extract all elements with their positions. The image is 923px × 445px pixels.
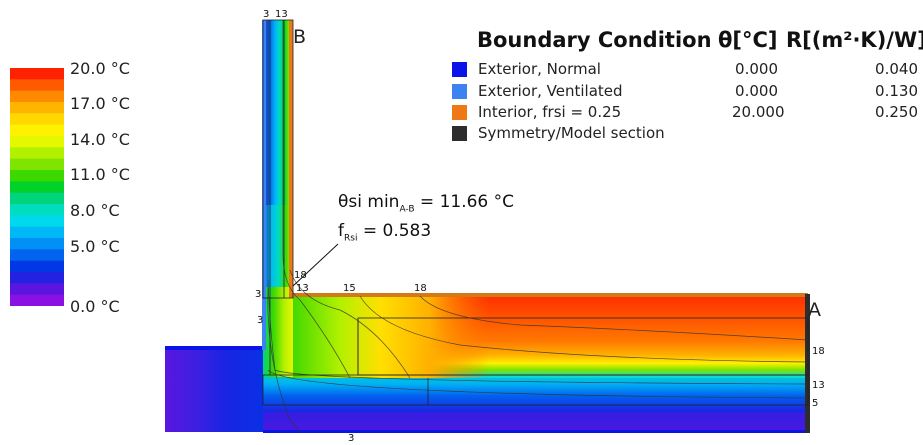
bc-swatch bbox=[452, 62, 467, 77]
scale-color-step bbox=[10, 238, 64, 250]
isotherm-lines bbox=[267, 20, 809, 433]
isotherm-label: 3 bbox=[263, 9, 270, 20]
scale-color-step bbox=[10, 283, 64, 296]
bc-swatch bbox=[452, 105, 467, 120]
ground-left bbox=[165, 348, 263, 432]
scale-color-step bbox=[10, 90, 64, 103]
isotherm-label: 18 bbox=[294, 270, 307, 281]
isotherm-label: 3 bbox=[255, 289, 262, 300]
temperature-scale-bar bbox=[10, 68, 64, 306]
bc-name: Exterior, Ventilated bbox=[478, 82, 623, 100]
material-outlines bbox=[262, 19, 809, 406]
min-temp-leader-line bbox=[292, 243, 339, 287]
boundary-condition-title: Boundary Condition bbox=[477, 28, 712, 52]
scale-color-step bbox=[10, 192, 64, 205]
isotherm-label: 3 bbox=[348, 433, 355, 444]
scale-label-14: 14.0 °C bbox=[70, 130, 130, 149]
scale-color-step bbox=[10, 102, 64, 114]
frsi-subscript: Rsi bbox=[344, 233, 358, 244]
scale-color-step bbox=[10, 170, 64, 182]
interior-wall-surface bbox=[289, 20, 293, 298]
exterior-bottom-surface bbox=[263, 430, 808, 433]
scale-label-20: 20.0 °C bbox=[70, 59, 130, 78]
theta-si-min-value: = 11.66 °C bbox=[419, 192, 515, 212]
junction-core bbox=[263, 285, 293, 377]
floor-corner-gradient bbox=[290, 296, 490, 378]
frsi-value: = 0.583 bbox=[362, 221, 432, 241]
isotherm-label: 5 bbox=[812, 398, 819, 409]
bc-swatch bbox=[452, 126, 467, 141]
bc-swatch bbox=[452, 84, 467, 99]
wall-lower bbox=[262, 205, 292, 287]
scale-label-8: 8.0 °C bbox=[70, 201, 120, 220]
scale-color-step bbox=[10, 294, 64, 306]
point-b-label: B bbox=[293, 26, 307, 48]
bc-name: Interior, frsi = 0.25 bbox=[478, 103, 622, 121]
scale-label-17: 17.0 °C bbox=[70, 94, 130, 113]
scale-color-step bbox=[10, 204, 64, 216]
bc-r: 0.040 bbox=[875, 60, 918, 78]
interior-floor-surface bbox=[289, 293, 808, 297]
bc-name: Symmetry/Model section bbox=[478, 124, 665, 142]
bc-theta: 0.000 bbox=[735, 82, 778, 100]
theta-si-min-annotation: θsi minA-B = 11.66 °C bbox=[338, 192, 514, 214]
isotherm-label: 18 bbox=[812, 346, 825, 357]
scale-color-step bbox=[10, 124, 64, 137]
frsi-annotation: fRsi = 0.583 bbox=[338, 221, 431, 243]
isotherm-label: 18 bbox=[414, 283, 427, 294]
exterior-ground-surface bbox=[165, 346, 263, 350]
theta-si-min-symbol: θsi min bbox=[338, 192, 400, 212]
bc-theta: 20.000 bbox=[732, 103, 785, 121]
scale-color-step bbox=[10, 249, 64, 262]
wall-upper bbox=[262, 20, 292, 210]
isotherm-label: 13 bbox=[296, 283, 309, 294]
isotherm-label: 13 bbox=[812, 380, 825, 391]
scale-color-step bbox=[10, 158, 64, 171]
theta-column-header: θ[°C] bbox=[718, 28, 778, 52]
scale-color-step bbox=[10, 136, 64, 148]
isotherm-label: 15 bbox=[343, 283, 356, 294]
bc-r: 0.130 bbox=[875, 82, 918, 100]
bc-r: 0.250 bbox=[875, 103, 918, 121]
point-a-label: A bbox=[808, 299, 821, 321]
scale-color-step bbox=[10, 226, 64, 239]
scale-color-step bbox=[10, 272, 64, 284]
theta-si-min-subscript: A-B bbox=[399, 204, 415, 215]
scale-color-step bbox=[10, 181, 64, 194]
exterior-ventilated-surface bbox=[262, 20, 266, 350]
bc-theta: 0.000 bbox=[735, 60, 778, 78]
scale-color-step bbox=[10, 79, 64, 92]
scale-color-step bbox=[10, 68, 64, 80]
isotherm-label: 3 bbox=[257, 315, 264, 326]
scale-color-step bbox=[10, 260, 64, 273]
symmetry-section-right bbox=[805, 294, 810, 433]
scale-color-step bbox=[10, 215, 64, 228]
scale-label-0: 0.0 °C bbox=[70, 297, 120, 316]
bc-name: Exterior, Normal bbox=[478, 60, 601, 78]
scale-label-5: 5.0 °C bbox=[70, 237, 120, 256]
isotherm-label: 13 bbox=[275, 9, 288, 20]
frsi-symbol: f bbox=[338, 221, 344, 241]
r-column-header: R[(m²·K)/W] bbox=[786, 28, 923, 52]
scale-color-step bbox=[10, 147, 64, 160]
scale-color-step bbox=[10, 113, 64, 126]
scale-label-11: 11.0 °C bbox=[70, 165, 130, 184]
